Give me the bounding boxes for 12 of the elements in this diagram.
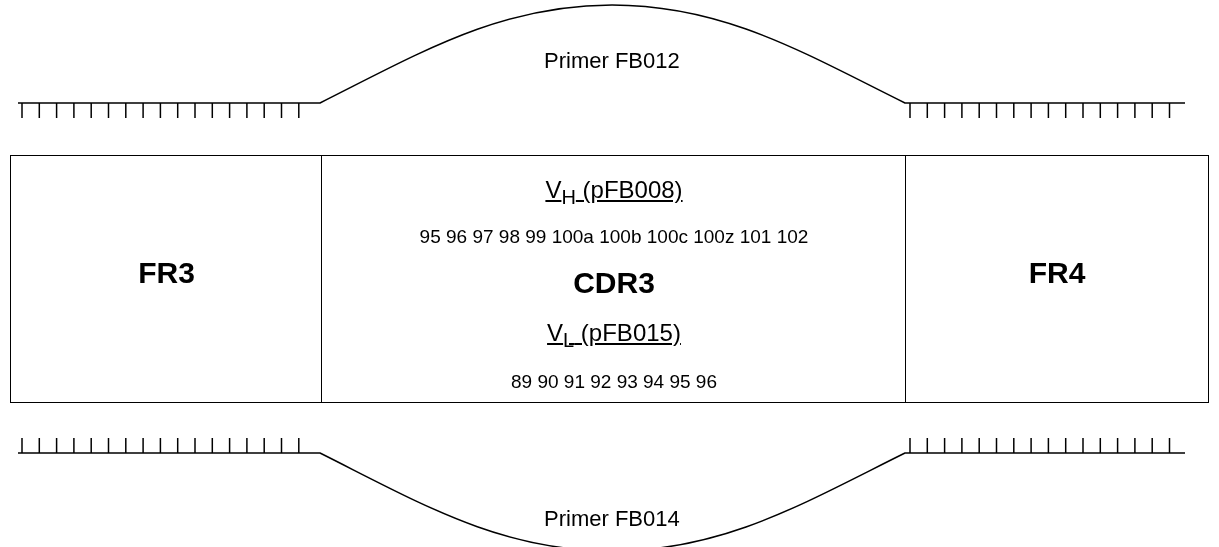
region-label: FR4: [1028, 256, 1086, 290]
primer-label: Primer FB012: [544, 48, 680, 74]
heavy-chain-heading: V$_{H}$ (pFB008): [545, 176, 683, 209]
residue-numbers: 89 90 91 92 93 94 95 96: [511, 371, 717, 393]
light-chain-heading: V$_{L}$ (pFB015): [547, 319, 681, 352]
residue-numbers: 95 96 97 98 99 100a 100b 100c 100z 101 102: [419, 226, 809, 248]
region-label: FR3: [138, 256, 195, 290]
region-box: [10, 155, 323, 403]
region-box: [321, 155, 907, 403]
region-label: CDR3: [573, 266, 655, 300]
region-box: [905, 155, 1209, 403]
primer-label: Primer FB014: [544, 506, 680, 532]
